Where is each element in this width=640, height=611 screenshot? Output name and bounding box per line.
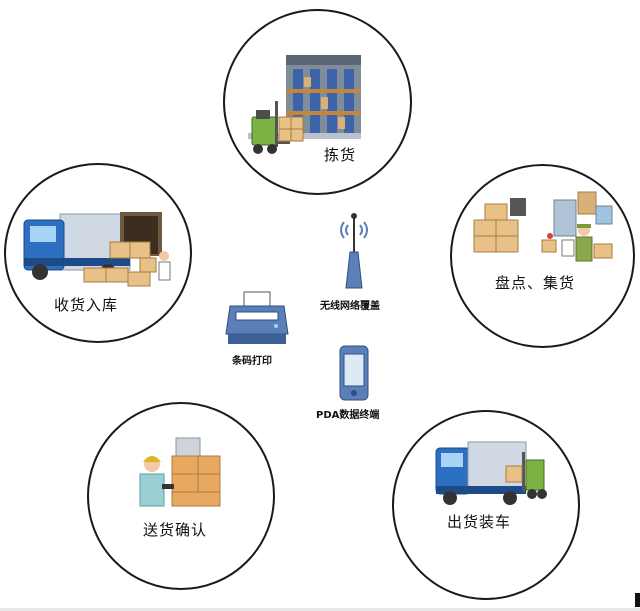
node-label-delivery-confirm: 送货确认 (143, 521, 208, 539)
node-label-shipping: 出货装车 (447, 513, 512, 531)
node-label-inventory: 盘点、集货 (495, 274, 576, 292)
wireless-antenna-icon (340, 213, 368, 289)
delivery-truck-icon (23, 212, 171, 287)
center-label-barcode-print: 条码打印 (232, 356, 272, 367)
pda-device-icon (339, 345, 369, 401)
node-label-receiving: 收货入库 (54, 296, 119, 314)
warehouse-forklift-icon (248, 55, 361, 154)
bottom-rule (0, 608, 640, 611)
node-label-picking: 拣货 (324, 146, 357, 164)
corner-mark (635, 593, 640, 607)
truck-loading-icon (435, 441, 547, 505)
barcode-printer-icon (225, 291, 289, 344)
worker-scanner-icon (139, 437, 221, 507)
center-label-wireless: 无线网络覆盖 (320, 301, 380, 312)
worker-inventory-icon (473, 191, 613, 262)
center-label-pda: PDA数据终端 (316, 410, 380, 421)
